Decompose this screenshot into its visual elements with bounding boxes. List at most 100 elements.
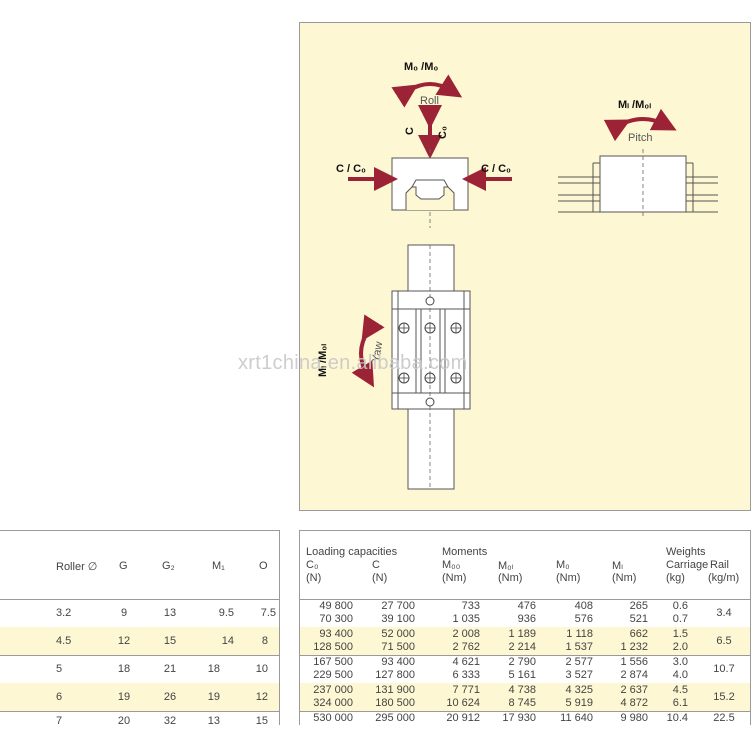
c0-cell: 93 400 — [319, 628, 353, 640]
rail-weight-cell: 3.4 — [716, 607, 732, 619]
c0-cell: 237 000 — [313, 684, 353, 696]
carriage-cell: 6.1 — [672, 697, 688, 709]
roller-cell: 3.2 — [56, 607, 72, 619]
m1-cell: 19 — [207, 691, 220, 703]
header-carriage: Carriage — [666, 559, 709, 571]
mq-cell: 5 919 — [565, 697, 593, 709]
mq-cell: 4 325 — [565, 684, 593, 696]
header-ml: Mₗ — [612, 560, 623, 572]
unit-nm: (Nm) — [498, 572, 523, 584]
c0-cell: 70 300 — [319, 613, 353, 625]
ml-mol-label: Mₗ /M₀ₗ — [618, 99, 652, 111]
carriage-cell: 4.0 — [672, 669, 688, 681]
roll-arrow — [391, 74, 463, 108]
c0-cell: 128 500 — [313, 641, 353, 653]
carriage-cell: 1.5 — [672, 628, 688, 640]
carriage-cell: 4.5 — [672, 684, 688, 696]
ml-cell: 4 872 — [620, 697, 648, 709]
c0-cell: 49 800 — [319, 600, 353, 612]
o-cell: 15 — [255, 715, 268, 727]
header-mq: M₀ — [556, 559, 570, 571]
roller-cell: 7 — [56, 715, 63, 727]
header-g2: G₂ — [162, 560, 175, 572]
roller-cell: 5 — [56, 663, 63, 675]
g2-cell: 21 — [163, 663, 177, 675]
pitch-arrow — [603, 108, 677, 142]
dimension-table: Roller ∅ G G₂ M₁ O 3.2 9 13 9.5 7.5 4.5 … — [0, 530, 280, 727]
rail-weight-cell: 10.7 — [713, 663, 735, 675]
unit-n: (N) — [372, 572, 388, 584]
m0l-cell: 17 930 — [502, 712, 536, 724]
table-row: 6 19 26 19 12 — [0, 683, 279, 712]
ml-cell: 265 — [629, 600, 648, 612]
rail-weight-cell: 22.5 — [713, 712, 735, 724]
unit-n: (N) — [306, 572, 322, 584]
pitch-label: Pitch — [628, 132, 653, 144]
c-cell: 93 400 — [381, 656, 415, 668]
header-c: C — [372, 559, 380, 571]
g-cell: 20 — [117, 715, 131, 727]
m0q-cell: 2 762 — [452, 641, 480, 653]
c-c0-right-label: C / C₀ — [481, 163, 512, 175]
c0-cell: 530 000 — [313, 712, 353, 724]
m1-cell: 18 — [207, 663, 220, 675]
m0l-cell: 5 161 — [508, 669, 536, 681]
g2-cell: 15 — [163, 635, 177, 647]
m0q-cell: 6 333 — [452, 669, 480, 681]
unit-kg: (kg) — [666, 572, 685, 584]
table-row: 5 18 21 18 10 — [0, 655, 279, 684]
m0l-cell: 476 — [517, 600, 536, 612]
capacity-table-header: Loading capacities Moments Weights C₀ C … — [300, 531, 750, 600]
carriage-front-view — [391, 157, 469, 211]
table-row: 3.2 9 13 9.5 7.5 — [0, 599, 279, 628]
g-cell: 18 — [117, 663, 131, 675]
watermark-text: xrt1china.en.alibaba.com — [238, 352, 468, 374]
c-c0-left-label: C / C₀ — [336, 163, 367, 175]
carriage-top-view — [391, 244, 471, 490]
load-diagram-panel: M₀ /M₀ Roll C C₀ C / C₀ C / C₀ Mₗ /M₀ₗ P… — [299, 22, 751, 511]
c-cell: 39 100 — [381, 613, 415, 625]
c-vertical-label: C — [404, 127, 416, 135]
capacity-table: Loading capacities Moments Weights C₀ C … — [299, 530, 751, 725]
g-cell: 19 — [117, 691, 131, 703]
yaw-arrow — [351, 314, 385, 388]
c-cell: 27 700 — [381, 600, 415, 612]
unit-nm: (Nm) — [442, 572, 467, 584]
header-m0q: M₀₀ — [442, 559, 461, 571]
unit-kg-m: (kg/m) — [708, 572, 740, 584]
m0q-cell: 1 035 — [452, 613, 480, 625]
mq-moq-label: M₀ /M₀ — [404, 61, 439, 73]
ml-cell: 521 — [629, 613, 648, 625]
m0q-cell: 20 912 — [446, 712, 480, 724]
c0-cell: 167 500 — [313, 656, 353, 668]
header-g: G — [119, 560, 128, 572]
mq-cell: 408 — [574, 600, 593, 612]
c-cell: 127 800 — [375, 669, 415, 681]
c-cell: 52 000 — [381, 628, 415, 640]
mq-cell: 576 — [574, 613, 593, 625]
carriage-cell: 0.7 — [672, 613, 688, 625]
rail-weight-cell: 15.2 — [713, 691, 735, 703]
header-o: O — [259, 560, 268, 572]
roller-cell: 4.5 — [56, 635, 72, 647]
carriage-cell: 0.6 — [672, 600, 688, 612]
table-row: 7 20 32 13 15 — [0, 711, 279, 739]
header-rail: Rail — [710, 559, 729, 571]
m0q-cell: 4 621 — [452, 656, 480, 668]
c0-cell: 229 500 — [313, 669, 353, 681]
carriage-side-view — [558, 149, 718, 219]
m1-cell: 13 — [207, 715, 220, 727]
rail-weight-cell: 6.5 — [716, 635, 732, 647]
c-cell: 131 900 — [375, 684, 415, 696]
m0l-cell: 4 738 — [508, 684, 536, 696]
mq-cell: 1 537 — [565, 641, 593, 653]
o-cell: 12 — [255, 691, 268, 703]
carriage-cell: 3.0 — [672, 656, 688, 668]
o-cell: 7.5 — [260, 607, 276, 619]
header-loading-capacities: Loading capacities — [306, 546, 398, 558]
dimension-table-header: Roller ∅ G G₂ M₁ O — [0, 531, 279, 600]
